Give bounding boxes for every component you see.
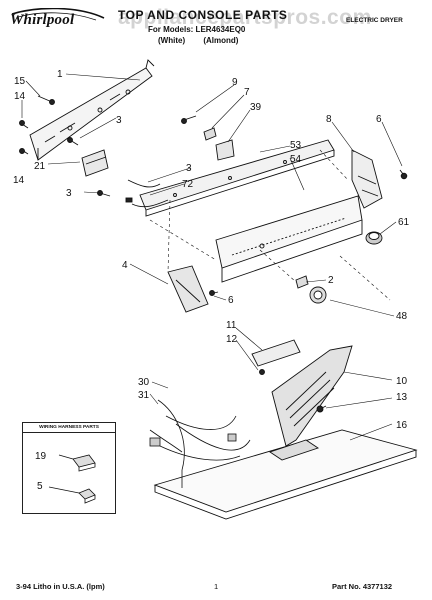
connector-5-icon (48, 486, 96, 504)
callout-9: 9 (232, 77, 238, 88)
lint-cover-11 (251, 339, 301, 367)
harness-72 (125, 179, 169, 208)
callout-3-mid: 3 (186, 163, 192, 174)
brand-name: Whirlpool (10, 12, 75, 28)
assembly-guide-lines (149, 149, 391, 301)
callout-54: 54 (290, 154, 302, 165)
model-line: For Models: LER4634EQ0 (148, 25, 246, 34)
callout-14-bottom: 14 (13, 175, 25, 186)
callout-48: 48 (396, 311, 408, 322)
callout-10: 10 (396, 376, 408, 387)
end-cap-4 (167, 265, 209, 313)
page-number: 1 (214, 582, 219, 591)
callout-21: 21 (34, 161, 46, 172)
bracket-21 (81, 149, 109, 177)
legend-parts: 19 5 (35, 451, 96, 504)
end-cap-8 (351, 149, 383, 209)
callout-1: 1 (57, 69, 63, 80)
callout-13: 13 (396, 392, 408, 403)
part-39 (215, 139, 235, 161)
callout-8: 8 (326, 114, 332, 125)
screw-14-bottom (19, 148, 29, 155)
screw-15 (37, 95, 55, 105)
callout-6-top: 6 (376, 114, 382, 125)
callout-leaders (21, 73, 403, 441)
front-console (215, 195, 363, 283)
control-panel-plate (29, 59, 155, 161)
callout-7: 7 (244, 87, 250, 98)
screw-6a (399, 169, 408, 180)
part-2 (295, 275, 309, 289)
screw-14-top (19, 120, 29, 129)
callout-72: 72 (182, 179, 194, 190)
whirlpool-logo (11, 8, 105, 21)
connector-19-icon (58, 454, 96, 472)
callout-14-top: 14 (14, 91, 26, 102)
screw-3a (67, 137, 79, 146)
callout-53: 53 (290, 140, 302, 151)
knob-61 (365, 231, 383, 245)
callout-30: 30 (138, 377, 150, 388)
callout-3-left: 3 (66, 188, 72, 199)
screw-9 (181, 115, 197, 124)
wire-harness-30-31 (149, 399, 251, 488)
top-panel-16 (153, 429, 418, 520)
callout-11: 11 (226, 320, 237, 331)
callout-2: 2 (328, 275, 334, 286)
dryer-type: ELECTRIC DRYER (346, 17, 403, 24)
legend-title: WIRING HARNESS PARTS (23, 423, 115, 433)
clip-7 (203, 127, 217, 141)
callout-3-top: 3 (116, 115, 122, 126)
callout-12: 12 (226, 334, 238, 345)
callout-5: 5 (37, 481, 43, 492)
part-number: Part No. 4377132 (332, 582, 393, 591)
callout-39: 39 (250, 102, 262, 113)
callout-19: 19 (35, 451, 47, 462)
callout-6-bottom: 6 (228, 295, 234, 306)
callout-4: 4 (122, 260, 128, 271)
page-title: TOP AND CONSOLE PARTS (118, 8, 288, 22)
knob-48 (309, 286, 327, 304)
color-variants: (White) (Almond) (158, 36, 254, 45)
callout-61: 61 (398, 217, 410, 228)
screw-13 (316, 405, 327, 413)
litho-info: 3-94 Litho in U.S.A. (lpm) (16, 582, 105, 591)
watermark-text: appliancepartspros.com (118, 6, 372, 29)
screw-6b (209, 290, 219, 296)
variant-almond: (Almond) (203, 36, 239, 45)
variant-white: (White) (158, 36, 186, 45)
callout-15: 15 (14, 76, 26, 87)
console-panel (139, 139, 335, 217)
wiring-harness-legend: WIRING HARNESS PARTS 19 5 (22, 422, 116, 514)
callout-16: 16 (396, 420, 408, 431)
callout-31: 31 (138, 390, 150, 401)
screw-12 (259, 369, 265, 375)
